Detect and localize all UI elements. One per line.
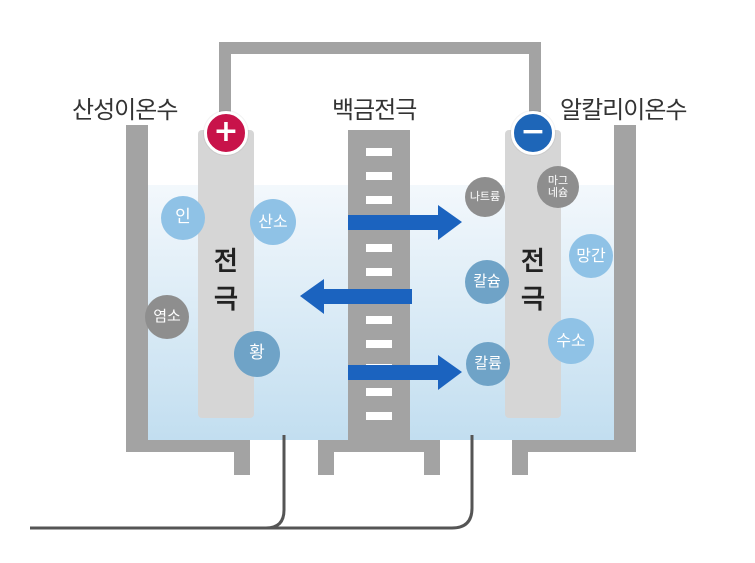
tank-left-wall (126, 125, 250, 475)
negative-terminal-icon: − (511, 111, 555, 155)
top-wire (219, 42, 541, 112)
ion-potassium: 칼륨 (466, 342, 510, 386)
acidic-water-label: 산성이온수 (72, 96, 178, 124)
ion-oxygen: 산소 (250, 199, 296, 245)
platinum-electrode (348, 130, 410, 440)
tank-middle-base (318, 440, 440, 475)
right-electrode-text: 전 극 (518, 243, 548, 319)
bottom-wire-right (266, 435, 474, 530)
ion-calcium: 칼슘 (465, 260, 509, 304)
positive-terminal-icon: + (204, 111, 248, 155)
platinum-electrode-label: 백금전극 (332, 96, 417, 124)
left-electrode-char-2: 극 (214, 285, 238, 315)
alkaline-water-label: 알칼리이온수 (560, 96, 687, 124)
ion-magnesium: 마그 네슘 (537, 166, 579, 208)
ion-chlorine: 염소 (145, 295, 189, 339)
tank-right-wall (512, 125, 636, 475)
arrow-left (300, 279, 412, 314)
right-electrode-char-2: 극 (521, 285, 545, 315)
ion-hydrogen: 수소 (548, 318, 594, 364)
left-electrode-char-1: 전 (214, 247, 238, 277)
left-electrode-text: 전 극 (211, 243, 241, 319)
arrow-right-bottom (348, 355, 462, 390)
ion-sulfur: 황 (234, 331, 280, 377)
ion-manganese: 망간 (569, 234, 613, 278)
ion-sodium: 나트륨 (465, 177, 505, 217)
right-electrode-char-1: 전 (521, 247, 545, 277)
ion-phosphorus: 인 (161, 196, 205, 240)
arrow-right-top (348, 205, 462, 240)
